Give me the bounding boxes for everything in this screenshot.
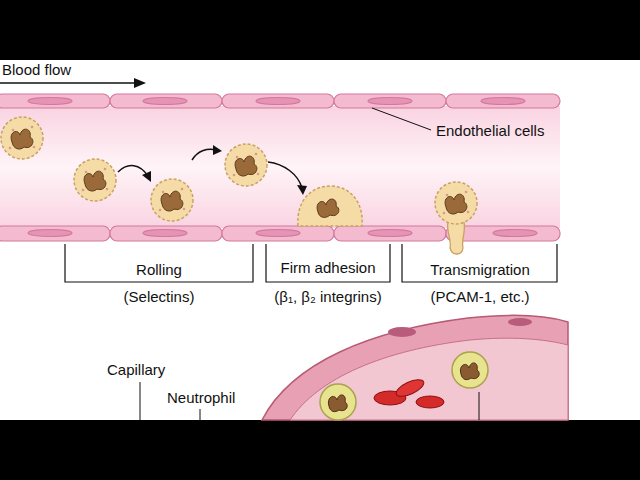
part-label: Endothelial cells bbox=[436, 122, 544, 140]
step-label: Firm adhesion bbox=[280, 259, 375, 277]
flow-arrowhead bbox=[134, 78, 146, 88]
bottom-bar bbox=[0, 420, 640, 480]
leader-line bbox=[200, 409, 201, 420]
molecule-label: (Selectins) bbox=[124, 288, 195, 306]
motion-arrowhead bbox=[142, 145, 307, 195]
adherent-leukocyte bbox=[298, 186, 362, 226]
leader-line bbox=[479, 392, 480, 420]
step-label: Transmigration bbox=[430, 261, 529, 279]
bracket bbox=[65, 244, 557, 282]
leader-line bbox=[372, 108, 431, 130]
endothelium-upper bbox=[0, 94, 560, 108]
flow-label: Blood flow bbox=[2, 61, 71, 79]
step-label: Rolling bbox=[136, 261, 182, 279]
top-bar bbox=[0, 0, 640, 60]
leukocyte bbox=[225, 144, 267, 186]
leukocyte bbox=[1, 117, 43, 159]
molecule-label: (β₁, β₂ integrins) bbox=[274, 288, 381, 306]
molecule-label: (PCAM-1, etc.) bbox=[430, 288, 529, 306]
transmigrating-leukocyte bbox=[435, 182, 477, 254]
leukocyte bbox=[151, 179, 193, 221]
endothelium-lower bbox=[0, 226, 560, 241]
vessel-lumen bbox=[0, 106, 560, 228]
leader-line bbox=[140, 382, 141, 420]
flow-arrow bbox=[0, 82, 136, 84]
motion-arrow bbox=[118, 149, 302, 188]
leukocyte bbox=[74, 159, 116, 201]
part-label: Neutrophil bbox=[167, 389, 235, 407]
part-label: Capillary bbox=[107, 361, 165, 379]
capillary-illustration bbox=[262, 315, 568, 420]
